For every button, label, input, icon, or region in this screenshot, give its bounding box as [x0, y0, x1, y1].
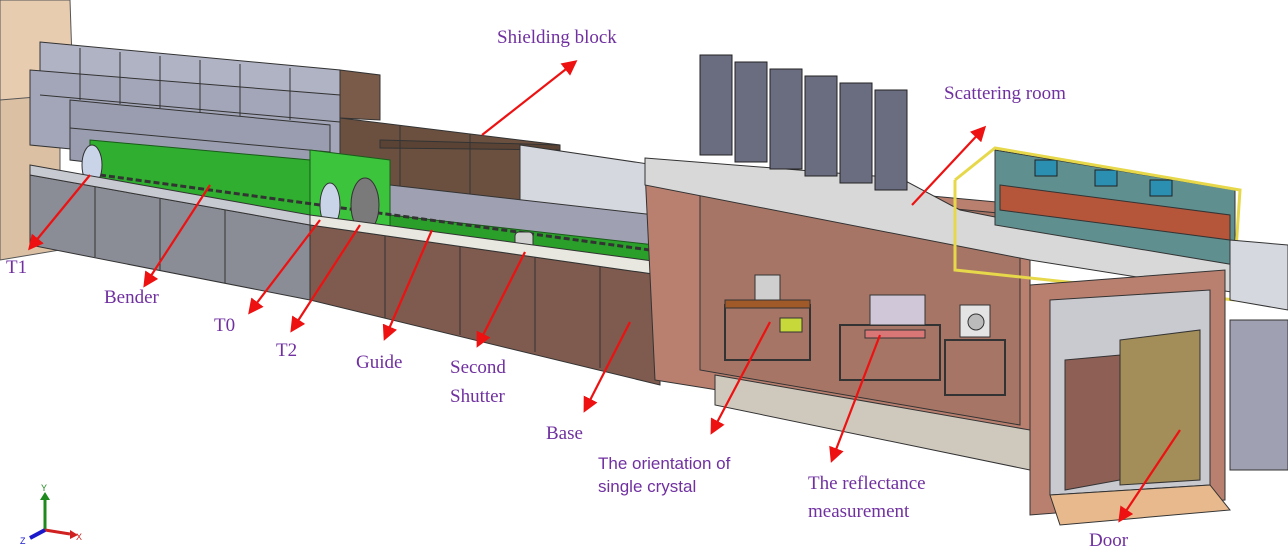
label-scattering-room: Scattering room: [944, 83, 1066, 104]
arrow-shielding-block: [481, 60, 578, 136]
electronics-racks: [699, 54, 908, 191]
arrow-second-shutter: [476, 251, 526, 348]
instrument-tables: [724, 274, 1006, 396]
arrow-orientation: [710, 321, 771, 435]
x-axis-arrow: [44, 528, 71, 536]
label-second-shutter-line2: Shutter: [450, 386, 505, 407]
arrow-bender: [143, 184, 211, 288]
door-portal: [1029, 269, 1231, 526]
label-second-shutter-line1: Second: [450, 357, 506, 378]
arrow-reflectance: [829, 334, 882, 463]
label-bender: Bender: [104, 287, 159, 308]
label-shielding-block: Shielding block: [497, 27, 617, 48]
label-orientation-line1: The orientation of: [598, 454, 731, 473]
arrow-t1: [28, 174, 91, 251]
label-reflectance-line2: measurement: [808, 501, 910, 522]
arrow-base: [583, 321, 631, 413]
arrow-scattering-room: [911, 125, 987, 206]
arrow-guide: [382, 229, 434, 341]
sliding-door: [1119, 329, 1201, 486]
scattering-room: [644, 157, 1261, 471]
arrow-t0: [248, 219, 321, 315]
label-base: Base: [546, 423, 583, 444]
label-t0: T0: [214, 315, 236, 336]
axis-triad: Y X Z: [20, 483, 82, 546]
label-orientation-line2: single crystal: [598, 477, 697, 496]
label-t2: T2: [276, 340, 298, 361]
label-t1: T1: [6, 257, 28, 278]
label-door: Door: [1089, 530, 1129, 551]
downstream-blocks: [1229, 239, 1288, 471]
arrow-t2: [290, 224, 361, 333]
z-axis-arrow: [29, 528, 46, 540]
label-reflectance-line1: The reflectance: [808, 473, 926, 494]
x-axis-label: X: [76, 532, 82, 542]
z-axis-label: Z: [20, 536, 26, 546]
y-axis-label: Y: [41, 483, 47, 493]
arrow-door: [1118, 429, 1181, 523]
label-guide: Guide: [356, 352, 403, 373]
annotation-arrows: [28, 60, 1181, 523]
